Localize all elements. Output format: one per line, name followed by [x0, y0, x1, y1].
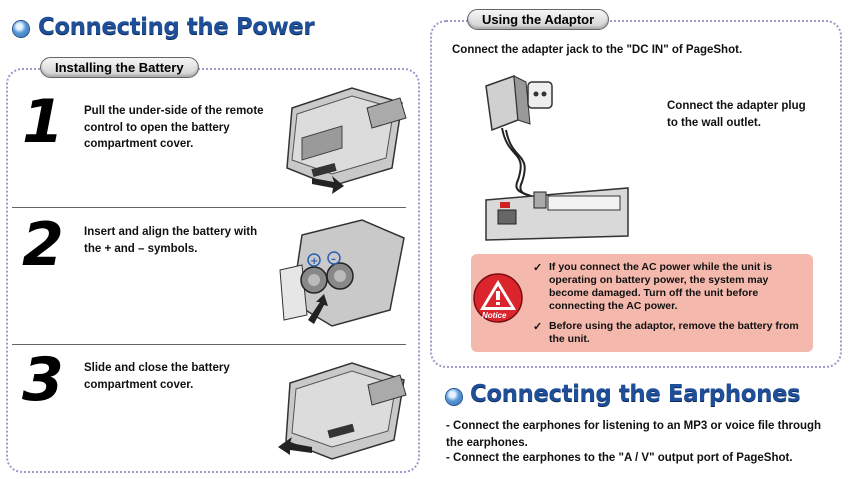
page-title: Connecting the Power: [38, 14, 315, 40]
svg-text:+: +: [310, 256, 318, 267]
warning-check-icon-1: ✓: [533, 262, 543, 274]
warning-item-1: If you connect the AC power while the un…: [549, 261, 773, 313]
warning-check-icon-2: ✓: [533, 321, 543, 333]
adaptor-section-label: Using the Adaptor: [467, 9, 610, 30]
step-number-2: 2: [22, 210, 64, 280]
adaptor-intro: Connect the adapter jack to the "DC IN" …: [452, 44, 743, 56]
battery-section-label: Installing the Battery: [40, 57, 199, 78]
earphones-line-1: - Connect the earphones for listening to…: [446, 420, 822, 449]
step-divider-1: [12, 207, 406, 208]
remote-open-illustration: [286, 87, 407, 194]
step-text-1: Pull the under-side of the remote contro…: [84, 105, 264, 151]
adaptor-plug-note: Connect the adapter plug to the wall out…: [667, 100, 806, 129]
step-text-2: Insert and align the battery with the + …: [84, 226, 258, 255]
title-bullet-icon: [13, 21, 29, 37]
adapter-illustration: [485, 74, 629, 241]
earphones-line-2: - Connect the earphones to the "A / V" o…: [446, 452, 793, 464]
remote-close-illustration: [278, 362, 407, 460]
step-number-1: 1: [22, 87, 64, 157]
svg-text:–: –: [331, 254, 336, 265]
warning-box: [471, 254, 813, 352]
adaptor-panel: [430, 20, 842, 368]
battery-panel: [6, 68, 420, 473]
battery-insert-illustration: + –: [279, 219, 405, 327]
warning-item-2: Before using the adaptor, remove the bat…: [549, 320, 799, 346]
step-text-3: Slide and close the battery compartment …: [84, 362, 230, 391]
earphones-title: Connecting the Earphones: [470, 381, 801, 407]
step-number-3: 3: [22, 345, 64, 415]
step-divider-2: [12, 344, 406, 345]
notice-warning-icon: [473, 273, 523, 323]
earphones-bullet-icon: [446, 389, 462, 405]
notice-label: Notice: [482, 311, 507, 320]
